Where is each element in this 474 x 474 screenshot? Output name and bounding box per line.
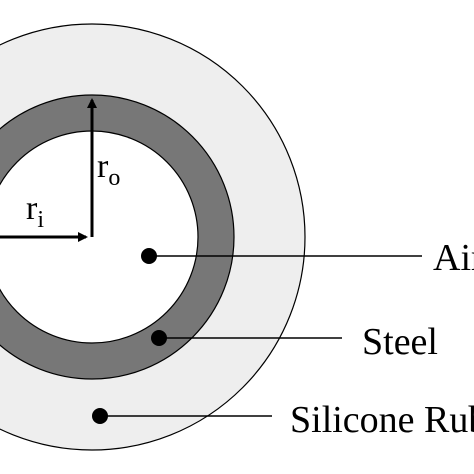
silicone-rubber-label: Silicone Rubber bbox=[290, 399, 474, 441]
air-label: Air bbox=[433, 237, 474, 279]
outer-radius-label: ro bbox=[97, 148, 120, 191]
steel-label: Steel bbox=[362, 321, 438, 363]
inner-radius-label: ri bbox=[26, 190, 44, 233]
